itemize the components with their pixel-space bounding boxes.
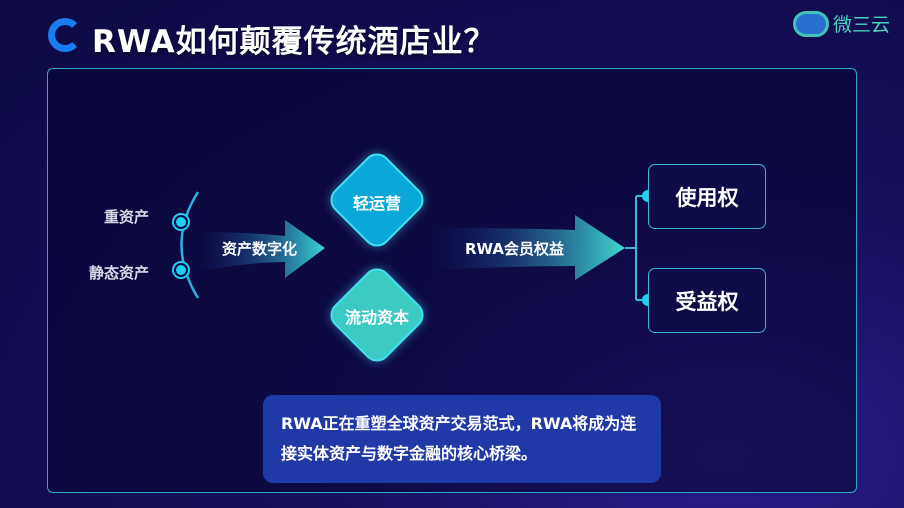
item-static-assets: 静态资产: [89, 264, 150, 282]
diamond-light-ops-label: 轻运营: [352, 194, 401, 213]
logo: 微三云: [792, 10, 890, 37]
box-usage-right: 使用权: [648, 164, 766, 229]
rwa-label: RWA会员权益: [465, 240, 565, 258]
summary-note: RWA正在重塑全球资产交易范式，RWA将成为连接实体资产与数字金融的核心桥梁。: [263, 395, 661, 483]
item-heavy-assets: 重资产: [104, 208, 150, 226]
bracket-lines: [625, 195, 648, 301]
left-arc: [180, 191, 200, 299]
cloud-logo-icon: [792, 10, 829, 37]
logo-text: 微三云: [832, 14, 890, 36]
brand-c-icon: [48, 18, 82, 52]
page-title: RWA如何颠覆传统酒店业？: [92, 24, 496, 60]
rwa-arrow: [430, 215, 625, 280]
diamond-liquid-capital-label: 流动资本: [344, 308, 409, 327]
box-benefit-right: 受益权: [648, 268, 766, 333]
bullet-dot: [174, 215, 188, 229]
digitize-label: 资产数字化: [222, 240, 298, 258]
digitize-arrow: [195, 220, 325, 278]
bullet-dot: [174, 263, 188, 277]
